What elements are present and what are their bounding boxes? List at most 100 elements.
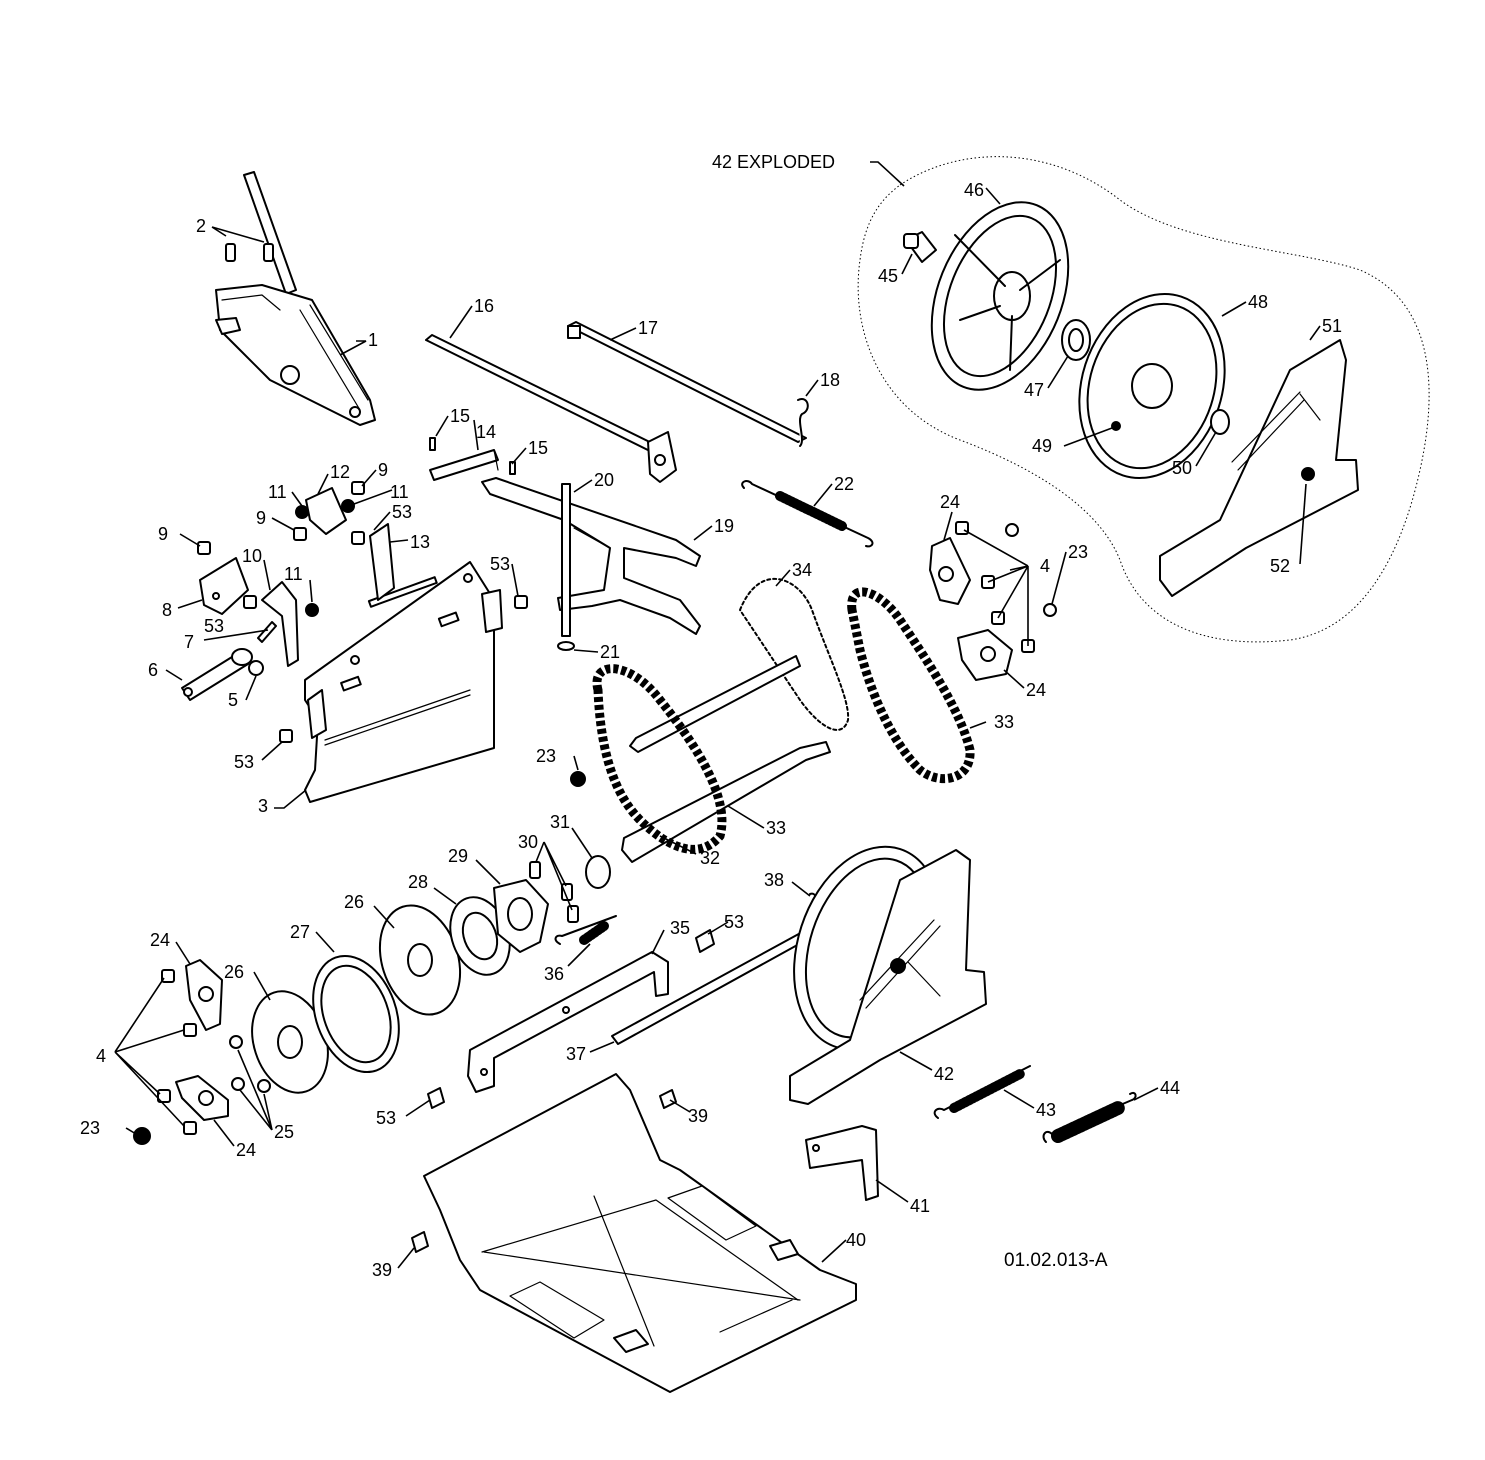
part-33-chain-left [592, 664, 727, 854]
callout-17: 17 [638, 318, 658, 338]
callout-26-left: 26 [224, 962, 244, 982]
drawing-id: 01.02.013-A [1004, 1250, 1108, 1271]
part-30-bolts [529, 861, 579, 923]
part-35-channel [467, 951, 669, 1093]
callout-44: 44 [1160, 1078, 1180, 1098]
part-19-fork-assembly [481, 477, 701, 635]
part-10-bracket [261, 581, 299, 667]
part-8-plate [199, 557, 249, 615]
callout-46: 46 [964, 180, 984, 200]
part-47-bearing [1061, 319, 1091, 361]
callout-37: 37 [566, 1044, 586, 1064]
callout-38: 38 [764, 870, 784, 890]
part-3-mounting-plate [304, 561, 503, 803]
part-22-spring [741, 480, 874, 548]
part-45-bushing [903, 231, 937, 263]
part-23-nuts [133, 523, 1057, 1145]
part-42-wheel-housing [789, 845, 987, 1105]
part-40-bottom-tray [423, 1073, 857, 1393]
part-39-screws [411, 1089, 677, 1253]
callout-41: 41 [910, 1196, 930, 1216]
callout-49: 49 [1032, 436, 1052, 456]
part-24-flange-lower-left-upper [185, 959, 223, 1031]
callout-18: 18 [820, 370, 840, 390]
part-25-nuts [229, 1035, 271, 1093]
callout-11-b: 11 [390, 482, 409, 502]
part-31-snap-ring [585, 855, 611, 889]
callout-15-a: 15 [450, 406, 470, 426]
callout-31: 31 [550, 812, 570, 832]
part-46-wheel-hub [930, 201, 1070, 391]
part-21-nut [557, 641, 575, 651]
part-28-bearing [449, 896, 511, 976]
callout-42-exploded: 42 EXPLODED [712, 152, 835, 172]
callout-30: 30 [518, 832, 538, 852]
callout-53-b: 53 [204, 616, 224, 636]
callout-21: 21 [600, 642, 620, 662]
callout-labels: 42 EXPLODED 1 2 3 4 4 5 6 7 8 9 9 9 10 1… [80, 152, 1342, 1280]
callout-50: 50 [1172, 458, 1192, 478]
part-34-sprocket [739, 578, 850, 731]
callout-28: 28 [408, 872, 428, 892]
callout-53-c: 53 [490, 554, 510, 574]
callout-4-right: 4 [1040, 556, 1050, 576]
callout-40: 40 [846, 1230, 866, 1250]
callout-2: 2 [196, 216, 206, 236]
callout-23-left: 23 [80, 1118, 100, 1138]
part-24-flange-lower-right [957, 629, 1013, 681]
callout-33-right: 33 [994, 712, 1014, 732]
part-7-pin [257, 621, 277, 643]
callout-13: 13 [410, 532, 430, 552]
part-2-bolts [225, 243, 274, 262]
part-49-bolt [1111, 421, 1121, 431]
part-36-spring [554, 915, 617, 945]
callout-25: 25 [274, 1122, 294, 1142]
part-4-bolts-right [955, 521, 1035, 653]
callout-26-right: 26 [344, 892, 364, 912]
callout-1: 1 [368, 330, 378, 350]
callout-9-top: 9 [378, 460, 388, 480]
part-52-nut [1301, 467, 1315, 481]
callout-20: 20 [594, 470, 614, 490]
callout-4-left: 4 [96, 1046, 106, 1066]
callout-43: 43 [1036, 1100, 1056, 1120]
callout-24-lower-right: 24 [1026, 680, 1046, 700]
callout-24-lower-left: 24 [150, 930, 170, 950]
callout-24-bottom-left: 24 [236, 1140, 256, 1160]
part-37-rod [611, 929, 811, 1045]
callout-27: 27 [290, 922, 310, 942]
callout-23-right: 23 [1068, 542, 1088, 562]
callout-48: 48 [1248, 292, 1268, 312]
callout-6: 6 [148, 660, 158, 680]
callout-42: 42 [934, 1064, 954, 1084]
callout-11-a: 11 [268, 482, 287, 502]
callout-16: 16 [474, 296, 494, 316]
part-1-collar [231, 648, 253, 666]
callout-47: 47 [1024, 380, 1044, 400]
part-15-pins [429, 437, 516, 475]
callout-12: 12 [330, 462, 350, 482]
part-4-bolts-left [157, 969, 197, 1135]
callout-34: 34 [792, 560, 812, 580]
part-50-washer [1210, 409, 1230, 435]
part-13-bracket [369, 523, 395, 601]
callout-3: 3 [258, 796, 268, 816]
callout-9-left: 9 [158, 524, 168, 544]
part-1-shift-lever [215, 171, 376, 426]
part-17-strap [567, 321, 807, 443]
leader-lines [114, 161, 1321, 1269]
part-33-chain-right [847, 587, 975, 784]
part-12-plate [305, 487, 347, 535]
callout-24-upper-right: 24 [940, 492, 960, 512]
callout-33-lower: 33 [766, 818, 786, 838]
callout-23-center: 23 [536, 746, 556, 766]
callout-29: 29 [448, 846, 468, 866]
part-43-spring [933, 1065, 1031, 1119]
callout-32: 32 [700, 848, 720, 868]
callout-36: 36 [544, 964, 564, 984]
part-41-bracket [805, 1125, 879, 1201]
callout-39-lower: 39 [372, 1260, 392, 1280]
callout-35: 35 [670, 918, 690, 938]
callout-14: 14 [476, 422, 496, 442]
